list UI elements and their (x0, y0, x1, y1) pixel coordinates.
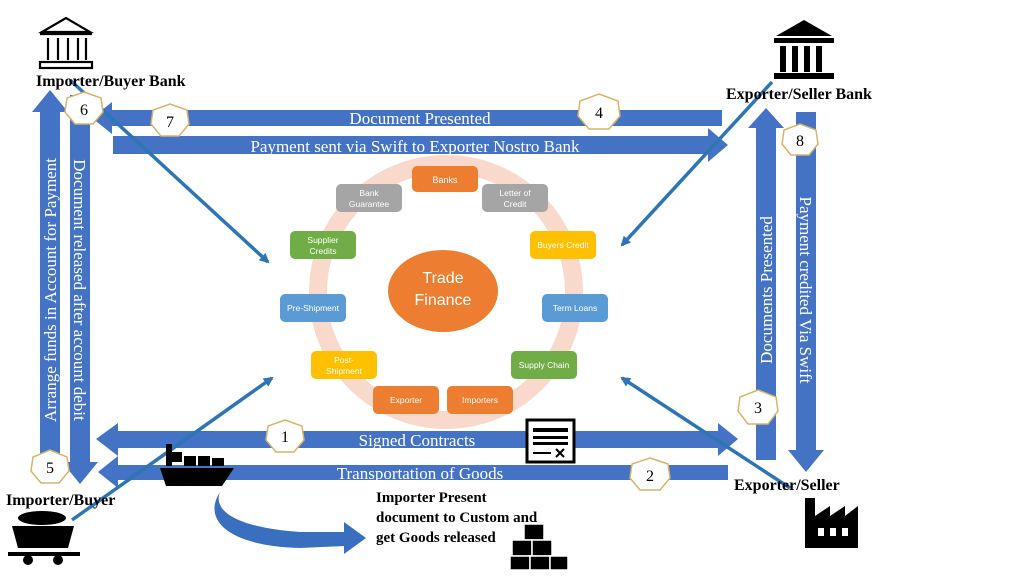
flow-arrow-transportation (98, 456, 728, 488)
diag-arrow-exporter (620, 376, 791, 490)
svg-text:3: 3 (754, 400, 762, 417)
party-exporter-bank: Exporter/Seller Bank (726, 86, 872, 103)
flow-arrow-arrange-funds (32, 90, 68, 470)
node-pre-shipment: Pre-Shipment (280, 294, 346, 322)
step-badge-6: 6 (64, 91, 104, 125)
party-exporter: Exporter/Seller (734, 477, 840, 494)
ship-icon (160, 444, 234, 486)
diag-arrow-exporter-bank (620, 80, 774, 247)
mine-cart-icon (8, 511, 80, 565)
contract-document-icon (525, 418, 576, 464)
node-supplier-credits: Supplier Credits (290, 231, 356, 259)
step-badge-1: 1 (265, 419, 305, 453)
label-document-released: Document released after account debit (70, 159, 89, 421)
svg-text:Letter of: Letter of (499, 188, 531, 198)
svg-text:Supplier: Supplier (307, 235, 338, 245)
svg-text:6: 6 (80, 102, 88, 119)
step-badge-3: 3 (737, 389, 779, 425)
boxes-icon (509, 523, 569, 571)
curved-arrow (214, 492, 366, 554)
node-post-shipment: Post- Shipment (311, 351, 377, 379)
flow-arrow-signed-contracts (96, 423, 738, 456)
node-banks: Banks (412, 166, 478, 192)
step-badge-7: 7 (150, 103, 190, 137)
node-buyers-credit: Buyers Credit (530, 231, 596, 259)
label-payment-credited: Payment credited Via Swift (796, 196, 815, 383)
svg-text:5: 5 (46, 460, 54, 477)
svg-text:Post-: Post- (334, 355, 354, 365)
svg-text:8: 8 (796, 133, 804, 150)
label-document-presented: Document Presented (349, 109, 491, 128)
svg-text:Credits: Credits (310, 246, 337, 256)
custom-note-line-2: document to Custom and (376, 510, 538, 526)
custom-note-line-1: Importer Present (376, 490, 487, 506)
party-importer: Importer/Buyer (6, 492, 115, 509)
svg-text:2: 2 (646, 468, 654, 485)
node-supply-chain: Supply Chain (511, 351, 577, 379)
bank-icon (774, 20, 834, 79)
center-trade-finance (388, 250, 498, 332)
svg-text:Guarantee: Guarantee (349, 199, 389, 209)
cycle-ring (309, 155, 583, 429)
svg-text:Supply Chain: Supply Chain (519, 360, 570, 370)
label-payment-sent: Payment sent via Swift to Exporter Nostr… (250, 137, 580, 156)
svg-text:Pre-Shipment: Pre-Shipment (287, 303, 340, 313)
custom-note-line-3: get Goods released (376, 530, 496, 546)
flow-arrow-document-presented (92, 102, 722, 134)
label-arrange-funds: Arrange funds in Account for Payment (41, 158, 60, 422)
svg-text:Term Loans: Term Loans (553, 303, 597, 313)
factory-icon (805, 498, 858, 548)
svg-text:Credit: Credit (504, 199, 527, 209)
flow-arrow-payment-credited (788, 112, 824, 472)
svg-text:4: 4 (595, 105, 603, 122)
flow-arrow-documents-presented (748, 108, 784, 460)
svg-text:7: 7 (166, 114, 174, 131)
bank-icon (37, 16, 95, 70)
svg-text:1: 1 (281, 429, 289, 446)
step-badge-4: 4 (577, 93, 621, 130)
node-letter-of-credit: Letter of Credit (482, 184, 548, 212)
label-signed-contracts: Signed Contracts (359, 431, 476, 450)
node-importers: Importers (447, 386, 513, 414)
svg-text:Bank: Bank (359, 188, 379, 198)
party-importer-bank: Importer/Buyer Bank (36, 73, 186, 90)
svg-text:Importers: Importers (462, 395, 498, 405)
node-bank-guarantee: Bank Guarantee (336, 184, 402, 212)
svg-text:Shipment: Shipment (326, 366, 363, 376)
step-badge-5: 5 (30, 449, 70, 484)
step-badge-8: 8 (781, 123, 819, 156)
label-transportation: Transportation of Goods (337, 464, 504, 483)
center-line-2: Finance (415, 292, 472, 309)
svg-text:Exporter: Exporter (390, 395, 422, 405)
center-line-1: Trade (422, 270, 463, 287)
flow-arrow-payment-sent (113, 128, 728, 162)
svg-text:Buyers Credit: Buyers Credit (537, 240, 589, 250)
node-term-loans: Term Loans (542, 294, 608, 322)
node-exporter: Exporter (373, 386, 439, 414)
label-documents-presented: Documents Presented (757, 216, 776, 364)
svg-text:Banks: Banks (432, 175, 458, 185)
flow-arrow-document-released (62, 95, 98, 484)
step-badge-2: 2 (629, 457, 671, 491)
